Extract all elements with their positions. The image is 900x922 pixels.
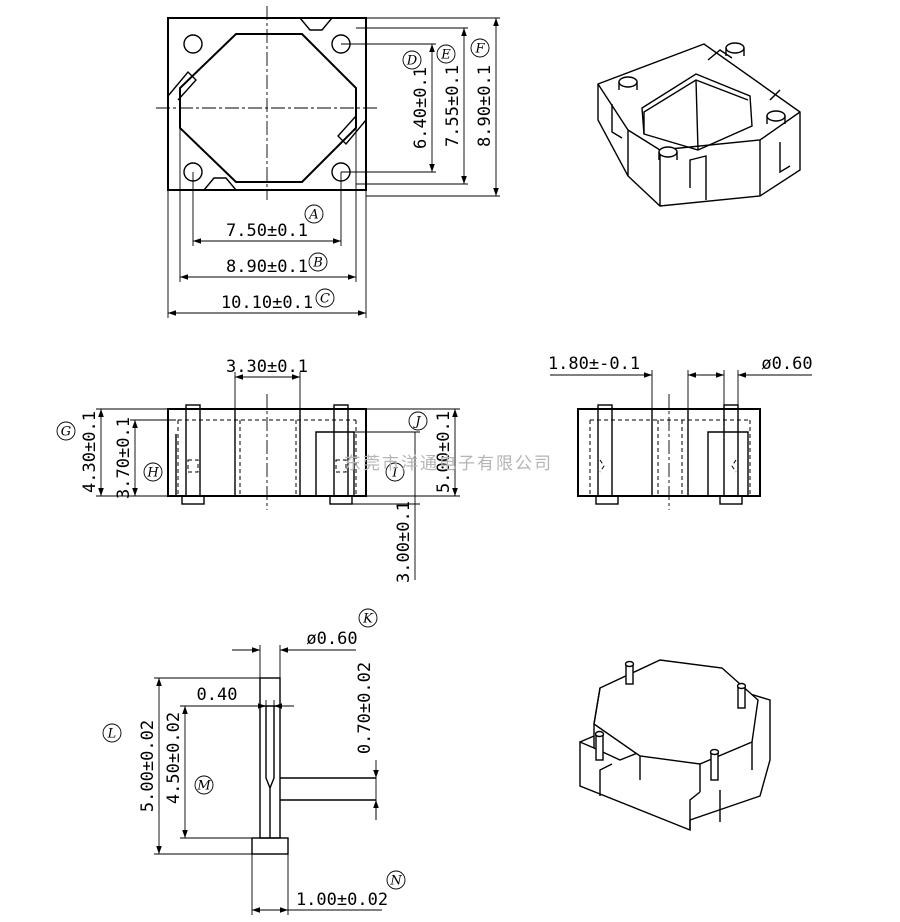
dim-d-text: 6.40±0.1 bbox=[411, 67, 431, 149]
dim-side-pin-dia-text: ø0.60 bbox=[761, 354, 812, 374]
front-view: 3.30±0.1 4.30±0.1 3.70±0.1 5.00±0.1 3.00… bbox=[56, 357, 460, 583]
dim-pin-top-text: 0.70±0.02 bbox=[355, 662, 375, 754]
top-view: 7.50±0.1 8.90±0.1 10.10±0.1 6.40±0.1 7.5… bbox=[156, 6, 500, 318]
label-j: J bbox=[412, 415, 421, 430]
dim-m-text: 4.50±0.02 bbox=[164, 712, 184, 804]
circled-letter-icon: F bbox=[470, 38, 490, 58]
circled-letter-icon: L bbox=[102, 723, 122, 743]
dim-a-text: 7.50±0.1 bbox=[226, 221, 308, 241]
circled-letter-icon: D bbox=[402, 50, 422, 70]
label-d: D bbox=[406, 54, 418, 69]
label-i: I bbox=[391, 466, 398, 481]
dim-g-text: 4.30±0.1 bbox=[80, 411, 100, 493]
label-n: N bbox=[389, 874, 402, 889]
dim-c-text: 10.10±0.1 bbox=[221, 293, 313, 313]
circled-letter-icon: I bbox=[385, 462, 405, 482]
dim-l-text: 5.00±0.02 bbox=[138, 720, 158, 812]
circled-letter-icon: K bbox=[358, 608, 378, 628]
label-e: E bbox=[440, 48, 451, 63]
dim-j-text: 5.00±0.1 bbox=[434, 411, 454, 493]
label-k: K bbox=[362, 612, 374, 627]
circled-letter-icon: J bbox=[408, 411, 428, 431]
dim-h-text: 3.70±0.1 bbox=[114, 417, 134, 499]
label-a: A bbox=[308, 208, 318, 223]
dim-b-text: 8.90±0.1 bbox=[226, 257, 308, 277]
label-b: B bbox=[312, 256, 323, 271]
dim-pin-dia-text: ø0.60 bbox=[306, 629, 357, 649]
label-f: F bbox=[474, 42, 485, 57]
pin-detail: ø0.60 0.40 0.70±0.02 5.00±0.02 4.50±0.02… bbox=[102, 608, 406, 915]
octagon-outline bbox=[179, 33, 357, 183]
watermark-text: 东莞市洋通电子有限公司 bbox=[344, 454, 553, 474]
circled-letter-icon: M bbox=[194, 775, 214, 795]
circled-letter-icon: E bbox=[436, 44, 456, 64]
isometric-view-top bbox=[597, 42, 801, 207]
circled-letter-icon: N bbox=[386, 870, 406, 890]
dim-i-text: 3.00±0.1 bbox=[394, 501, 414, 583]
label-c: C bbox=[320, 292, 330, 307]
circled-letter-icon: A bbox=[304, 204, 324, 224]
label-g: G bbox=[61, 425, 71, 440]
side-view: 1.80±-0.1 ø0.60 bbox=[548, 354, 813, 510]
circled-letter-icon: G bbox=[56, 421, 76, 441]
circled-letter-icon: H bbox=[143, 462, 163, 482]
dim-n-text: 1.00±0.02 bbox=[296, 890, 388, 910]
circled-letter-icon: C bbox=[315, 288, 335, 308]
label-h: H bbox=[146, 466, 159, 481]
dim-f-text: 8.90±0.1 bbox=[475, 65, 495, 147]
dim-pin-tip-text: 0.40 bbox=[197, 685, 238, 705]
circled-letter-icon: B bbox=[308, 252, 328, 272]
dim-side-slot-text: 1.80±-0.1 bbox=[548, 354, 640, 374]
dim-center-width-text: 3.30±0.1 bbox=[226, 357, 308, 377]
label-l: L bbox=[107, 727, 117, 742]
dim-e-text: 7.55±0.1 bbox=[443, 65, 463, 147]
label-m: M bbox=[196, 779, 211, 794]
isometric-view-bottom bbox=[579, 659, 771, 832]
